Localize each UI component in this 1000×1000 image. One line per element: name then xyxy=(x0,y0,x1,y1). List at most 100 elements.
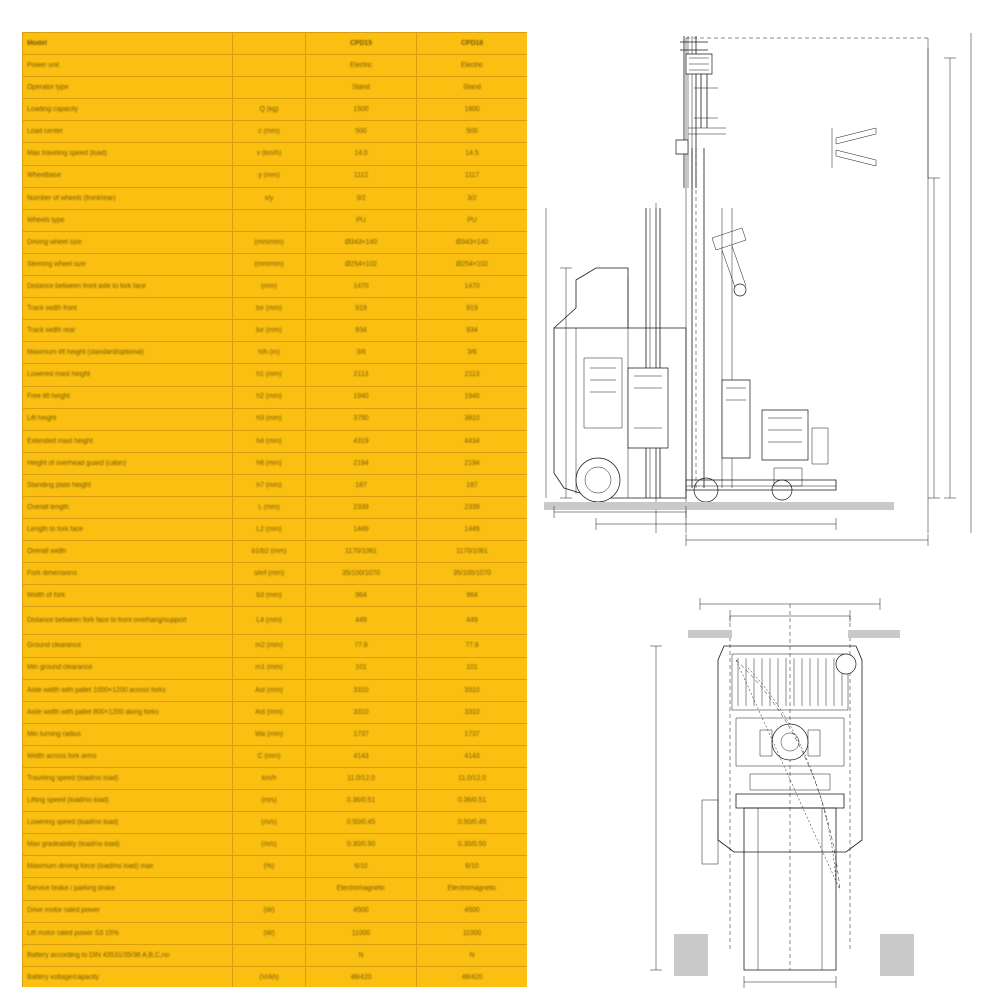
spec-value-cell-model1: Ø343×140 xyxy=(305,230,417,254)
spec-value-cell-model2: PU xyxy=(416,208,527,232)
spec-value-cell-model2: 1940 xyxy=(416,385,527,409)
spec-label-cell: Lift motor rated power S3 15% xyxy=(22,921,233,945)
spec-label-cell: Battery voltage/capacity xyxy=(22,965,233,987)
spec-unit-cell: (W) xyxy=(232,921,306,945)
table-row: Distance between front axle to fork face… xyxy=(22,275,527,299)
spec-unit-cell: c (mm) xyxy=(232,120,306,144)
table-row: Battery according to DIN 43531/35/36 A,B… xyxy=(22,943,527,967)
spec-value-cell-model2: 187 xyxy=(416,473,527,497)
spec-label-cell: Load center xyxy=(22,120,233,144)
spec-value-cell-model2: 2339 xyxy=(416,495,527,520)
spec-label-cell: Aisle width with pallet 1000×1200 across… xyxy=(22,678,233,702)
spec-label-cell: Extended mast height xyxy=(22,429,233,453)
spec-unit-cell: (m/s) xyxy=(232,811,306,835)
spec-label-cell: Height of overhead guard (cabin) xyxy=(22,451,233,475)
spec-unit-cell: h3 (mm) xyxy=(232,407,306,431)
spec-value-cell-model2: CPD18 xyxy=(416,32,527,56)
table-row: Maximum driving force (load/no load) max… xyxy=(22,855,527,879)
spec-unit-cell xyxy=(232,54,306,78)
spec-value-cell-model2: 919 xyxy=(416,297,527,321)
spec-label-cell: Free lift height xyxy=(22,385,233,409)
spec-unit-cell: C (mm) xyxy=(232,744,306,769)
spec-value-cell-model1: 187 xyxy=(305,473,417,497)
spec-value-cell-model2: 3/2 xyxy=(416,186,527,210)
spec-value-cell-model1: 0.36/0.51 xyxy=(305,789,417,813)
spec-value-cell-model2: 0.36/0.51 xyxy=(416,789,527,813)
spec-value-cell-model1: 500 xyxy=(305,120,417,144)
spec-label-cell: Track width front xyxy=(22,297,233,321)
spec-value-cell-model1: 1470 xyxy=(305,275,417,299)
spec-unit-cell: (mm/mm) xyxy=(232,252,306,277)
spec-value-cell-model1: 3750 xyxy=(305,407,417,431)
spec-value-cell-model1: 3310 xyxy=(305,678,417,702)
spec-unit-cell: x/y xyxy=(232,186,306,210)
spec-unit-cell: Ast (mm) xyxy=(232,678,306,702)
spec-value-cell-model2: 4434 xyxy=(416,429,527,453)
spec-unit-cell: h2 (mm) xyxy=(232,385,306,409)
spec-unit-cell: b3 (mm) xyxy=(232,584,306,608)
spec-unit-cell: km/h xyxy=(232,766,306,791)
spec-value-cell-model1: 1500 xyxy=(305,98,417,122)
spec-unit-cell: b1/b2 (mm) xyxy=(232,540,306,564)
spec-unit-cell: L2 (mm) xyxy=(232,518,306,542)
spec-label-cell: Aisle width with pallet 800×1200 along f… xyxy=(22,700,233,724)
spec-value-cell-model1: 3/6 xyxy=(305,341,417,365)
spec-value-cell-model2: 1470 xyxy=(416,275,527,299)
table-row: Distance between fork face to front over… xyxy=(22,606,527,636)
spec-value-cell-model1: 14.0 xyxy=(305,142,417,166)
spec-value-cell-model2: 0.50/0.45 xyxy=(416,811,527,835)
spec-unit-cell: Ast (mm) xyxy=(232,700,306,724)
spec-value-cell-model2: 449 xyxy=(416,606,527,636)
spec-label-cell: Max gradeability (load/no load) xyxy=(22,833,233,857)
spec-value-cell-model1: 919 xyxy=(305,297,417,321)
spec-label-cell: Service brake / parking brake xyxy=(22,877,233,901)
spec-unit-cell: h1 (mm) xyxy=(232,363,306,387)
spec-unit-cell: h6 (mm) xyxy=(232,451,306,475)
spec-value-cell-model1: 101 xyxy=(305,656,417,680)
spec-value-cell-model2: 1117 xyxy=(416,164,527,188)
spec-label-cell: Battery according to DIN 43531/35/36 A,B… xyxy=(22,943,233,967)
table-row: Aisle width with pallet 800×1200 along f… xyxy=(22,700,527,724)
table-row: Lifting speed (load/no load)(m/s)0.36/0.… xyxy=(22,789,527,813)
spec-value-cell-model2: 3310 xyxy=(416,700,527,724)
spec-value-cell-model2: 1449 xyxy=(416,518,527,542)
spec-value-cell-model1: 1449 xyxy=(305,518,417,542)
spec-value-cell-model1: 4143 xyxy=(305,744,417,769)
spec-value-cell-model2: 11.0/12.0 xyxy=(416,766,527,791)
table-row: Maximum lift height (standard/optional)h… xyxy=(22,341,527,365)
spec-value-cell-model2: 35/100/1070 xyxy=(416,562,527,586)
table-row: Height of overhead guard (cabin)h6 (mm)2… xyxy=(22,451,527,475)
spec-label-cell: Fork dimensions xyxy=(22,562,233,586)
spec-label-cell: Loading capacity xyxy=(22,98,233,122)
spec-label-cell: Width of fork xyxy=(22,584,233,608)
spec-unit-cell: h/h (m) xyxy=(232,341,306,365)
spec-value-cell-model2: 4500 xyxy=(416,899,527,923)
top-plan-drawing xyxy=(640,590,970,990)
spec-unit-cell xyxy=(232,32,306,56)
spec-value-cell-model2: Stand xyxy=(416,76,527,100)
spec-value-cell-model1: 1170/1061 xyxy=(305,540,417,564)
spec-unit-cell xyxy=(232,76,306,100)
spec-unit-cell: (mm/mm) xyxy=(232,230,306,254)
spec-value-cell-model1: 0.50/0.45 xyxy=(305,811,417,835)
spec-value-cell-model2: 4143 xyxy=(416,744,527,769)
